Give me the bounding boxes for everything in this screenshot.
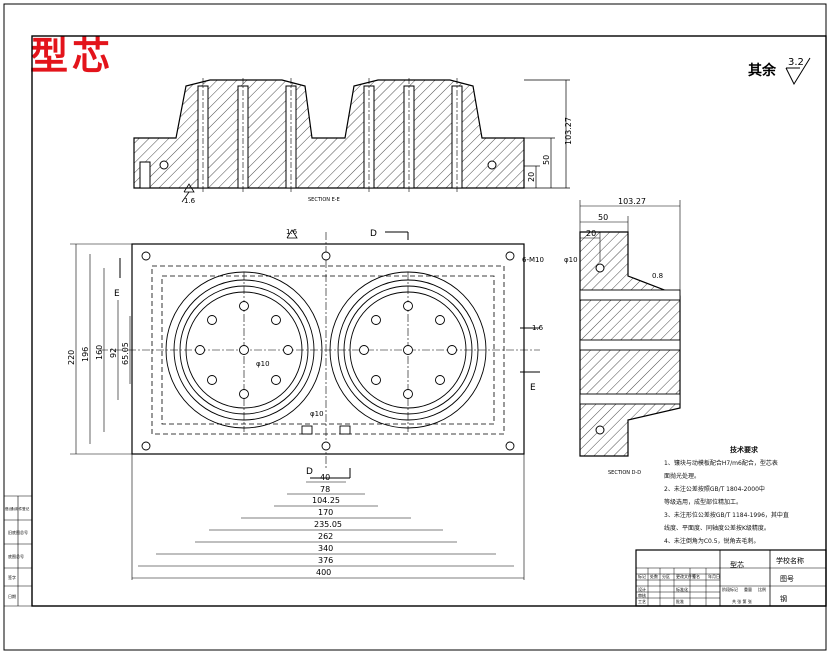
dim-262: 262 <box>318 532 333 541</box>
tb-school: 学校名称 <box>776 556 804 565</box>
dim-235: 235.05 <box>314 520 342 529</box>
section-ee-view: 103.27 50 20 1.6 SECTION E-E <box>133 78 573 205</box>
tb-mark: 标记 <box>638 573 646 579</box>
tb-count: 处数 <box>650 573 658 579</box>
plan-hole-callout: 6-M10 <box>522 256 544 264</box>
ee-height-base: 50 <box>542 155 551 165</box>
dim-78: 78 <box>320 485 330 494</box>
plan-section-d-top: D <box>370 229 377 239</box>
plan-section-d-bottom: D <box>306 467 313 477</box>
dim-v196: 196 <box>81 347 90 362</box>
plan-section-e-left: E <box>114 289 120 299</box>
dd-width-50: 50 <box>598 213 608 222</box>
dd-phi10: φ10 <box>564 256 578 264</box>
dim-v65: 65.05 <box>121 342 130 365</box>
tb-weight: 重量 <box>744 586 752 592</box>
technical-notes: 技术要求 1、镶块与动模板配合H7/m6配合，型芯表 面抛光处理。 2、未注公差… <box>664 444 804 548</box>
tb-approve: 批准 <box>676 598 684 604</box>
dim-376: 376 <box>318 556 333 565</box>
strip-label-3: 签字 <box>8 574 16 580</box>
dim-v92: 92 <box>109 348 118 358</box>
dim-40: 40 <box>320 473 330 482</box>
plan-surface-right: 1.6 <box>532 324 544 332</box>
plan-view: D D E E 6-M10 φ10 φ10 1.6 1.6 <box>67 228 544 580</box>
note-line: 线度、平面度、同轴度公差按K级精度。 <box>664 525 770 532</box>
dim-v160: 160 <box>95 345 104 360</box>
tb-sign: 签名 <box>692 573 700 579</box>
dim-400: 400 <box>316 568 331 577</box>
dim-340: 340 <box>318 544 333 553</box>
tb-craft: 工艺 <box>638 599 646 604</box>
tb-part-label: 图号 <box>780 575 794 583</box>
section-ee-label: SECTION E-E <box>308 197 340 203</box>
title-block <box>635 549 827 607</box>
tb-material: 钢 <box>780 594 787 603</box>
tb-stage: 阶段标记 <box>722 586 738 592</box>
ee-surface: 1.6 <box>184 197 196 205</box>
left-strip <box>4 495 32 607</box>
dim-170: 170 <box>318 508 333 517</box>
roughness-symbol <box>785 57 811 86</box>
tb-std: 标准化 <box>676 586 688 592</box>
ee-height-total: 103.27 <box>564 117 573 145</box>
roughness-note: 其余 <box>748 63 776 79</box>
note-line: 1、镶块与动模板配合H7/m6配合，型芯表 <box>664 460 778 467</box>
tb-date: 年月日 <box>708 573 720 579</box>
dd-surface: 0.8 <box>652 272 663 280</box>
dd-width-total: 103.27 <box>618 197 646 206</box>
plan-phi10-b: φ10 <box>310 410 324 418</box>
ee-height-small: 20 <box>527 172 536 182</box>
tb-name: 型芯 <box>730 560 744 569</box>
tb-drawn: 设计 <box>638 586 646 592</box>
dim-v220: 220 <box>67 350 76 365</box>
note-line: 3、未注形位公差按GB/T 1184-1996，其中直 <box>664 512 789 519</box>
dd-width-20: 20 <box>586 229 596 238</box>
section-dd-view: 103.27 50 20 φ10 0.8 SECTION D-D <box>564 197 681 476</box>
section-dd-label: SECTION D-D <box>608 470 641 476</box>
notes-heading: 技术要求 <box>730 446 758 454</box>
tb-zone: 分区 <box>662 573 670 579</box>
tb-sheet: 共 张 第 张 <box>732 598 752 604</box>
strip-label-2: 底图总号 <box>8 553 24 559</box>
inner-border <box>31 35 827 607</box>
note-line: 4、未注倒角为C0.5，锐角去毛刺。 <box>664 538 760 545</box>
strip-label-1: 旧底图总号 <box>8 529 28 535</box>
plan-phi10: φ10 <box>256 360 270 368</box>
note-line: 等级选用，成型部位精加工。 <box>664 499 743 506</box>
strip-label-4: 日期 <box>8 593 16 599</box>
tb-change: 更改文件号 <box>676 573 696 579</box>
tb-scale: 比例 <box>758 586 766 592</box>
drawing-title-mark: 型芯 <box>30 33 115 78</box>
note-line: 面抛光处理。 <box>664 473 701 480</box>
plan-section-e-right: E <box>530 383 536 393</box>
dim-104: 104.25 <box>312 496 340 505</box>
strip-label-0: 借(通)用件登记 <box>5 506 30 511</box>
note-line: 2、未注公差按照GB/T 1804-2000中 <box>664 486 765 493</box>
tb-review: 审核 <box>638 592 646 598</box>
plan-surface-top: 1.6 <box>286 228 298 236</box>
roughness-value: 3.2 <box>788 57 804 68</box>
